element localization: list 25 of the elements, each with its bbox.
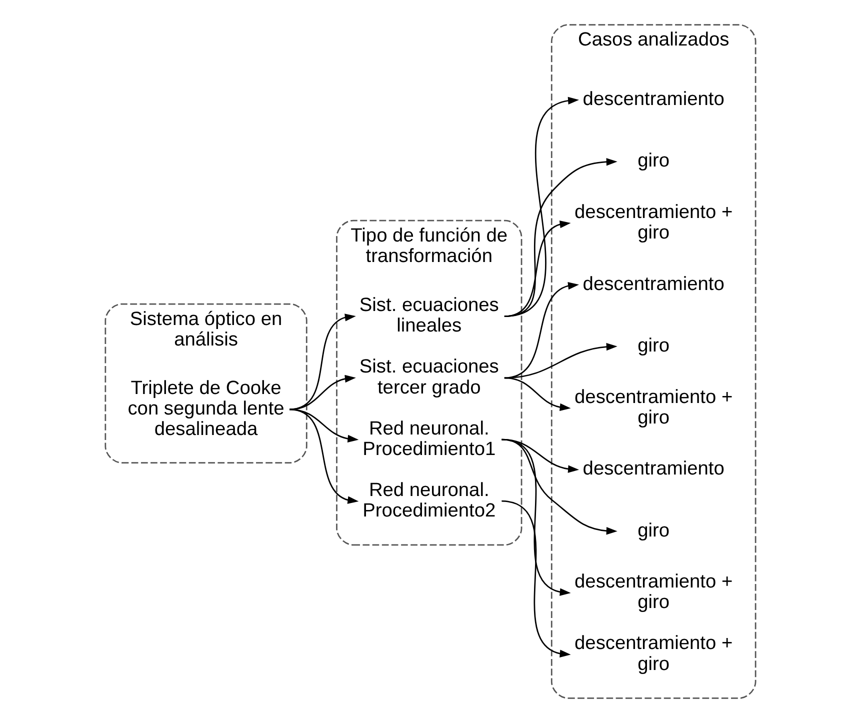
node-text: giro <box>637 336 670 357</box>
node-text: descentramiento + giro <box>574 202 732 244</box>
arrow <box>501 500 570 658</box>
node-text: descentramiento <box>582 274 724 295</box>
node-text: giro <box>637 150 670 172</box>
node-text: Sist. ecuaciones tercer grado <box>358 356 498 398</box>
node-text: descentramiento + giro <box>574 633 732 675</box>
node-text: descentramiento + giro <box>574 572 732 614</box>
arrow <box>288 314 356 410</box>
arrow <box>288 408 358 504</box>
node-text: descentramiento + giro <box>574 386 732 428</box>
arrow <box>504 342 617 379</box>
arrow <box>504 377 570 411</box>
arrow <box>504 158 617 317</box>
arrow <box>288 374 356 410</box>
arrow <box>504 220 570 317</box>
arrow <box>504 96 579 317</box>
node-text: Triplete de Cooke con segunda lente desalineada <box>127 378 284 440</box>
node-text: Red neuronal. Procedimiento2 <box>362 480 496 522</box>
node-text: descentramiento <box>582 89 724 110</box>
node-text: Red neuronal. Procedimiento1 <box>362 418 496 460</box>
node-text: Sist. ecuaciones lineales <box>358 295 498 337</box>
arrow <box>501 438 570 596</box>
node-text: descentramiento <box>582 458 724 480</box>
node-text: giro <box>637 520 670 542</box>
